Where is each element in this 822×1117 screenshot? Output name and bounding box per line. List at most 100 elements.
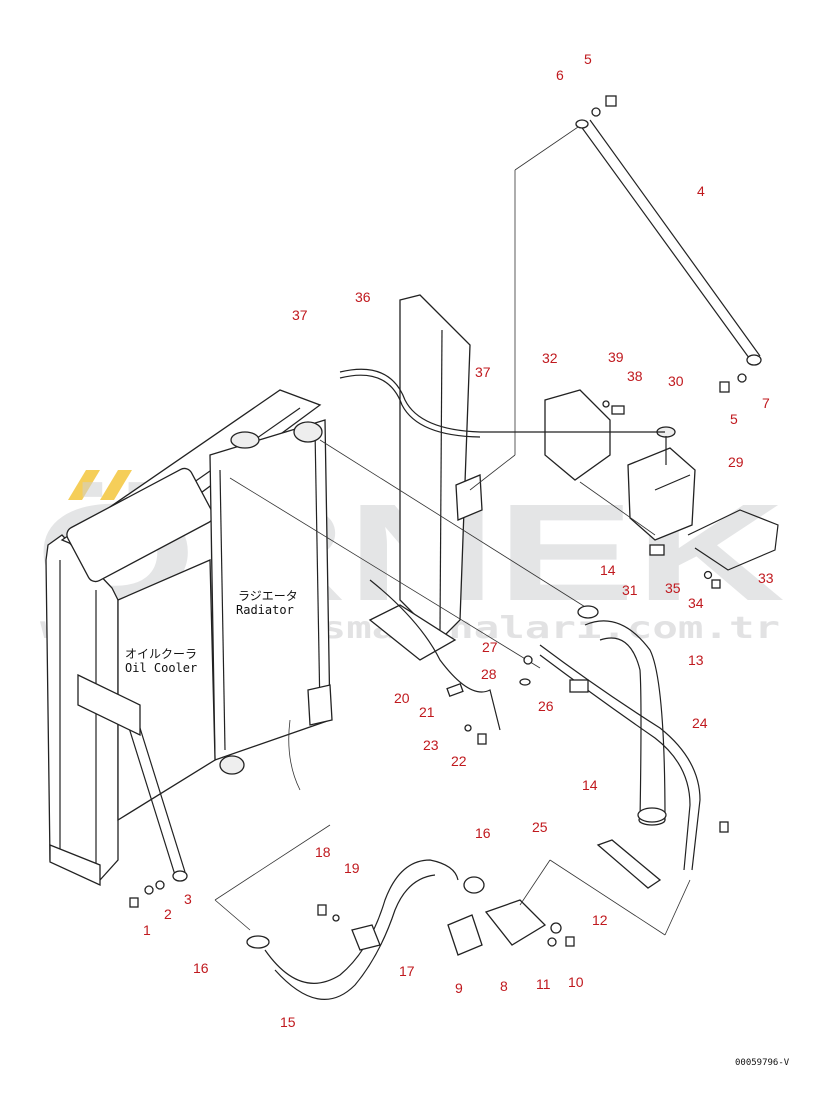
bracket-17 [351,924,381,951]
bracket-foot [368,604,457,661]
washer-35 [703,570,713,580]
reference-code: 00059796-V [735,1058,790,1068]
overflow-hose-36b [339,374,481,438]
callout-34: 34 [688,595,704,611]
clamp-16a [246,935,270,949]
callout-4: 4 [697,183,705,199]
callout-6: 6 [556,67,564,83]
clamp-16b [463,876,485,894]
washer-6 [591,107,601,117]
tank-bracket-32 [544,389,611,481]
bracket-block [77,673,141,737]
core-edge [219,469,226,751]
leader [519,859,551,906]
plug-12 [550,922,562,934]
washer-11 [547,937,557,947]
callout-9: 9 [455,980,463,996]
callout-21: 21 [419,704,435,720]
bolt-22 [477,733,487,745]
washer-7 [737,373,747,383]
shroud-cylinder [66,467,214,583]
radiator-cap [230,431,260,449]
bolt-lower-right [719,821,729,833]
callout-27: 27 [482,639,498,655]
bolt-5-top [605,95,617,107]
callout-22: 22 [451,753,467,769]
radiator-assembly [45,389,333,887]
radiator-label-jp: ラジエータ [238,589,298,603]
tank-strap-33 [687,509,779,571]
tank-outlet-31 [649,544,665,556]
leader [664,879,691,936]
gasket-9 [447,914,483,956]
callout-20: 20 [394,690,410,706]
bracket-25 [596,839,662,889]
nut-27 [523,655,533,665]
bolt-5-bottom [719,381,730,393]
hose-15b [274,874,436,1000]
tall-bracket-plate [399,294,471,641]
callout-1: 1 [143,922,151,938]
clamp-14a [577,605,599,619]
callout-19: 19 [344,860,360,876]
oil-cooler-label-jp: オイルクーラ [125,647,197,661]
stay-rod-edge [579,124,753,363]
flange-8 [484,899,547,946]
overflow-hose-36 [339,368,665,433]
callout-8: 8 [500,978,508,994]
callout-23: 23 [423,737,439,753]
stay-rod-end-top [575,119,589,129]
tank-edge [654,474,691,491]
callout-5: 5 [584,51,592,67]
callout-39: 39 [608,349,624,365]
leader [514,126,579,171]
callout-26: 26 [538,698,554,714]
callout-12: 12 [592,912,608,928]
callout-14: 14 [600,562,616,578]
bolt-18 [317,904,327,916]
callout-29: 29 [728,454,744,470]
callout-7: 7 [762,395,770,411]
callout-36: 36 [355,289,371,305]
callout-3: 3 [184,891,192,907]
bracket-tab [455,474,483,521]
callout-37: 37 [475,364,491,380]
upper-tank [293,421,323,443]
reserve-tank-29 [627,447,696,541]
washer-3 [155,880,165,890]
callout-35: 35 [665,580,681,596]
hose-13b [599,637,642,821]
stay-rod-end-bottom [746,354,762,366]
tall-bracket [368,294,483,661]
washer-19 [332,914,340,922]
leader [469,454,516,491]
callout-30: 30 [668,373,684,389]
upper-tube [229,477,541,669]
stay-rod-edge [589,119,761,357]
leader [549,859,666,936]
callout-5: 5 [730,411,738,427]
callout-2: 2 [164,906,172,922]
clamp-14b [637,807,667,823]
callout-28: 28 [481,666,497,682]
pipe-21 [369,579,501,731]
support-rod [124,714,176,876]
oil-cooler-label-en: Oil Cooler [125,661,197,675]
upper-tube [319,439,591,611]
reserve-tank-assembly [339,368,779,589]
callout-33: 33 [758,570,774,586]
watermark-accent-right [100,470,132,500]
callout-14: 14 [582,777,598,793]
callout-17: 17 [399,963,415,979]
callout-15: 15 [280,1014,296,1030]
part-callouts: 5 6 4 36 37 37 32 39 38 30 5 7 29 14 31 … [143,51,774,1030]
callout-10: 10 [568,974,584,990]
lower-right-block [307,684,333,726]
callout-25: 25 [532,819,548,835]
callout-18: 18 [315,844,331,860]
core-edge [314,429,321,713]
callout-38: 38 [627,368,643,384]
tube-24 [539,644,701,871]
support-rod [134,711,186,873]
